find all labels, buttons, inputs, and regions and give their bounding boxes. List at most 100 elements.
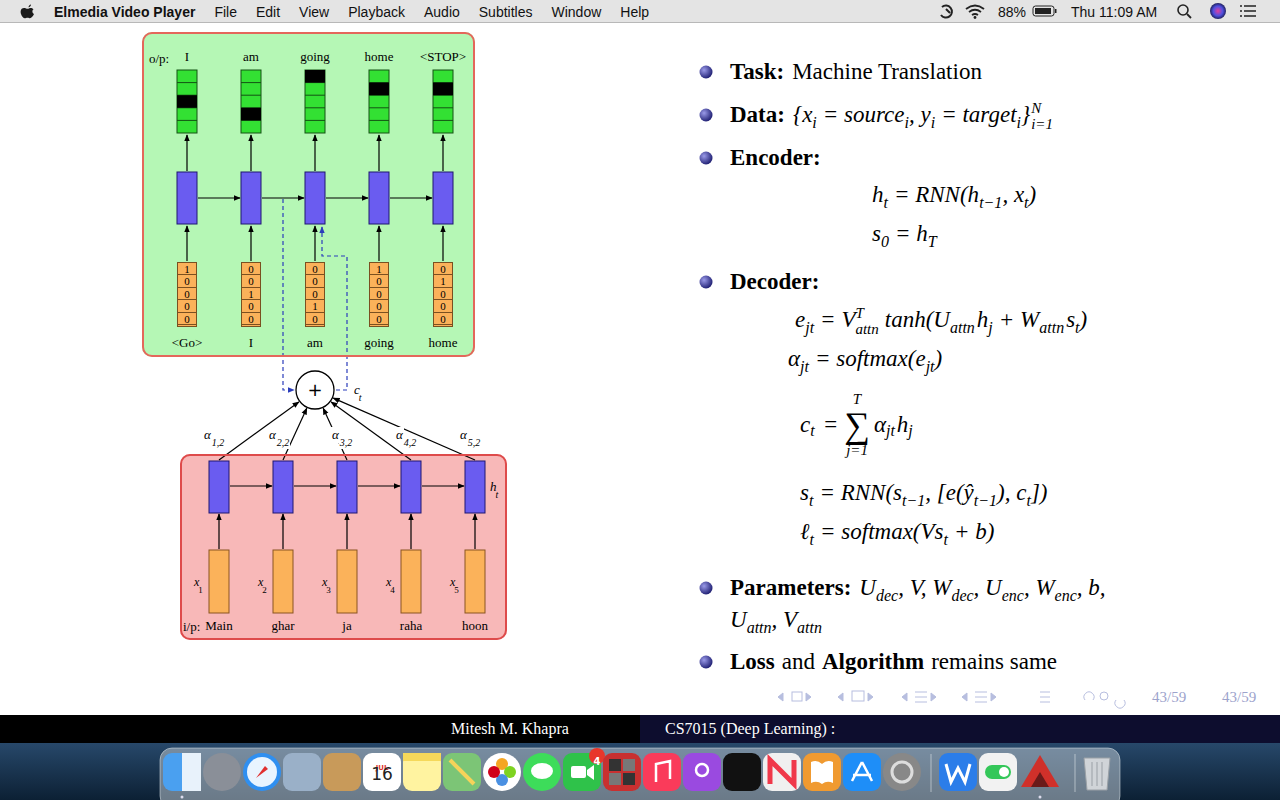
formula-text: remains same xyxy=(931,648,1057,676)
subscript: i xyxy=(905,113,909,132)
dock-part xyxy=(450,760,474,784)
formula-text: s xyxy=(800,479,809,507)
dock-part xyxy=(623,773,635,785)
operator-symbol: + xyxy=(307,379,322,401)
formula-line: ejt= VTattntanh(Uattnhj+ Wattnst) xyxy=(795,306,1087,347)
formula-text: , b, xyxy=(1077,574,1106,602)
source-word: hoon xyxy=(462,618,488,634)
text-anchor: I xyxy=(185,47,189,65)
formula-text: h xyxy=(977,306,989,334)
menu-bar-ground-part xyxy=(1240,15,1242,17)
menu-item: Help xyxy=(620,4,649,21)
decoder-illustration-part xyxy=(177,95,197,108)
decoder-illustration-part-part xyxy=(326,197,368,198)
encoder-panel: i/p: xyxy=(180,454,507,640)
input-index: 5 xyxy=(454,585,459,596)
vector-digits: 1 0 0 0 0 xyxy=(376,263,383,325)
slide-navigation-icons-part xyxy=(902,693,907,701)
text-anchor: 5,2 xyxy=(467,432,482,450)
formula-text: s xyxy=(1066,306,1075,334)
one-hot-vector: 1 0 0 0 0 xyxy=(369,262,389,327)
dock-part xyxy=(1039,796,1042,799)
encoder-illustration-part xyxy=(401,461,421,513)
input-word: going xyxy=(364,335,394,351)
subscript: j xyxy=(988,318,992,337)
dock-part xyxy=(852,762,872,781)
slide-bullets-part xyxy=(700,66,713,79)
dock-part xyxy=(892,762,912,782)
slide-navigation-icons xyxy=(778,691,1125,708)
sum-lower-limit: j=1 xyxy=(846,443,868,458)
formula-line: Data:{xi= sourcei, yi= targeti}Ni=1 xyxy=(730,101,1053,142)
text-anchor: i/p: xyxy=(183,617,200,635)
formula-text: = target xyxy=(941,101,1016,129)
decoder-illustration-part-part xyxy=(250,135,251,171)
formula-text: and xyxy=(782,648,815,676)
menu-bar-ground-part xyxy=(1178,5,1188,15)
decoder-illustration-part xyxy=(187,135,443,261)
slide-navigation-icons-part xyxy=(1115,700,1125,708)
decoder-illustration-part xyxy=(433,70,453,133)
formula-text: c xyxy=(800,411,810,439)
subscript: attn xyxy=(747,618,772,637)
source-word: ghar xyxy=(271,618,294,634)
slide-navigation-icons-part xyxy=(806,693,811,701)
text-anchor: Help xyxy=(620,3,649,21)
dock-part xyxy=(323,753,361,791)
attention-index: 3,2 xyxy=(339,437,354,449)
menu-item: Playback xyxy=(348,4,405,21)
text-anchor: 1,2 xyxy=(211,432,226,450)
formula-text: , W xyxy=(1024,574,1055,602)
context-index: t xyxy=(359,392,362,404)
dock-part xyxy=(609,759,621,771)
dock-part xyxy=(247,757,277,787)
formula-text: = h xyxy=(895,220,928,248)
slide-navigation-icons-part xyxy=(915,692,927,702)
menu-bar-ground-part xyxy=(1055,9,1057,13)
dock-part xyxy=(931,754,932,792)
dock-part xyxy=(483,753,521,791)
formula-line: Decoder: xyxy=(730,268,819,296)
formula-text: } xyxy=(1021,101,1030,129)
dock-part xyxy=(243,753,281,791)
subscript: attn xyxy=(950,318,975,337)
subscript: attn xyxy=(855,322,878,338)
decoder-illustration-part xyxy=(241,108,261,121)
formula-line: s0= hT xyxy=(872,220,937,248)
attention-index: 1,2 xyxy=(211,437,226,449)
encoder-illustration-part-part xyxy=(323,408,347,460)
bullet-heading: Algorithm xyxy=(822,648,924,676)
text-anchor: 43/59 xyxy=(1152,688,1186,706)
subscript: j xyxy=(908,421,912,440)
dock-part xyxy=(999,767,1009,777)
dock-part xyxy=(811,761,833,784)
encoder-illustration-part xyxy=(465,461,485,513)
superscript: N xyxy=(1031,101,1053,117)
bullet-heading: Decoder: xyxy=(730,268,819,296)
formula-text: α xyxy=(874,411,886,439)
dock-part xyxy=(763,753,801,791)
subscript: t xyxy=(1075,318,1079,337)
decoder-illustration-part xyxy=(305,70,325,83)
dock-part xyxy=(939,753,977,791)
dock-part xyxy=(256,766,268,778)
formula-text: = xyxy=(823,411,839,439)
encoder-illustration-part xyxy=(337,550,357,613)
encoder-illustration-part-part xyxy=(282,514,283,549)
formula-text: + b) xyxy=(954,518,994,546)
subscript: t xyxy=(810,530,814,549)
calendar-day: 16 xyxy=(371,766,393,783)
formula-text: U xyxy=(859,574,876,602)
menu-bar-ground-part xyxy=(1240,10,1242,12)
decoder-illustration-part xyxy=(305,70,325,133)
slide-bullets xyxy=(700,66,713,669)
subscript: attn xyxy=(1039,318,1064,337)
menu-item: Edit xyxy=(256,4,280,21)
attention-index: 4,2 xyxy=(403,437,418,449)
slide-bullets-part xyxy=(700,152,713,165)
attention-dashed-path xyxy=(283,199,347,390)
subscript: jt xyxy=(805,318,814,337)
